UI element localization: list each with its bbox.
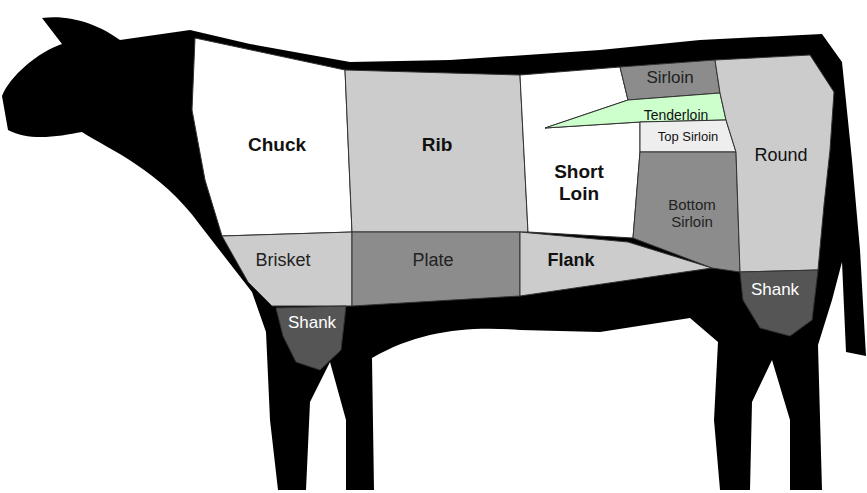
cut-name: Flank bbox=[547, 250, 594, 271]
region-shape bbox=[740, 270, 818, 336]
cut-name: Top Sirloin bbox=[658, 130, 719, 145]
cut-region: Chuck bbox=[192, 38, 352, 236]
cut-region: Brisket bbox=[222, 232, 352, 306]
cut-region: Round bbox=[715, 55, 834, 272]
cut-name: Chuck bbox=[248, 134, 306, 156]
cut-region: Plate bbox=[352, 232, 520, 306]
cut-name: Short Loin bbox=[544, 161, 614, 205]
cut-name: Shank bbox=[751, 280, 799, 300]
cut-region: Short Loin bbox=[520, 67, 640, 238]
cut-name: Sirloin bbox=[646, 68, 693, 88]
cut-region: Shank bbox=[276, 306, 346, 370]
region-shape bbox=[520, 67, 640, 238]
cut-region: Rib bbox=[345, 70, 528, 232]
cut-name: Plate bbox=[412, 250, 453, 271]
cut-region: Flank bbox=[520, 232, 712, 296]
cut-name: Round bbox=[754, 145, 807, 166]
cut-region: Top Sirloin bbox=[640, 120, 736, 152]
cut-name: Shank bbox=[288, 313, 336, 333]
cut-region: Shank bbox=[740, 270, 818, 336]
cut-name: Bottom Sirloin bbox=[652, 196, 732, 231]
cut-name: Brisket bbox=[255, 250, 310, 271]
cut-name: Rib bbox=[422, 134, 453, 156]
